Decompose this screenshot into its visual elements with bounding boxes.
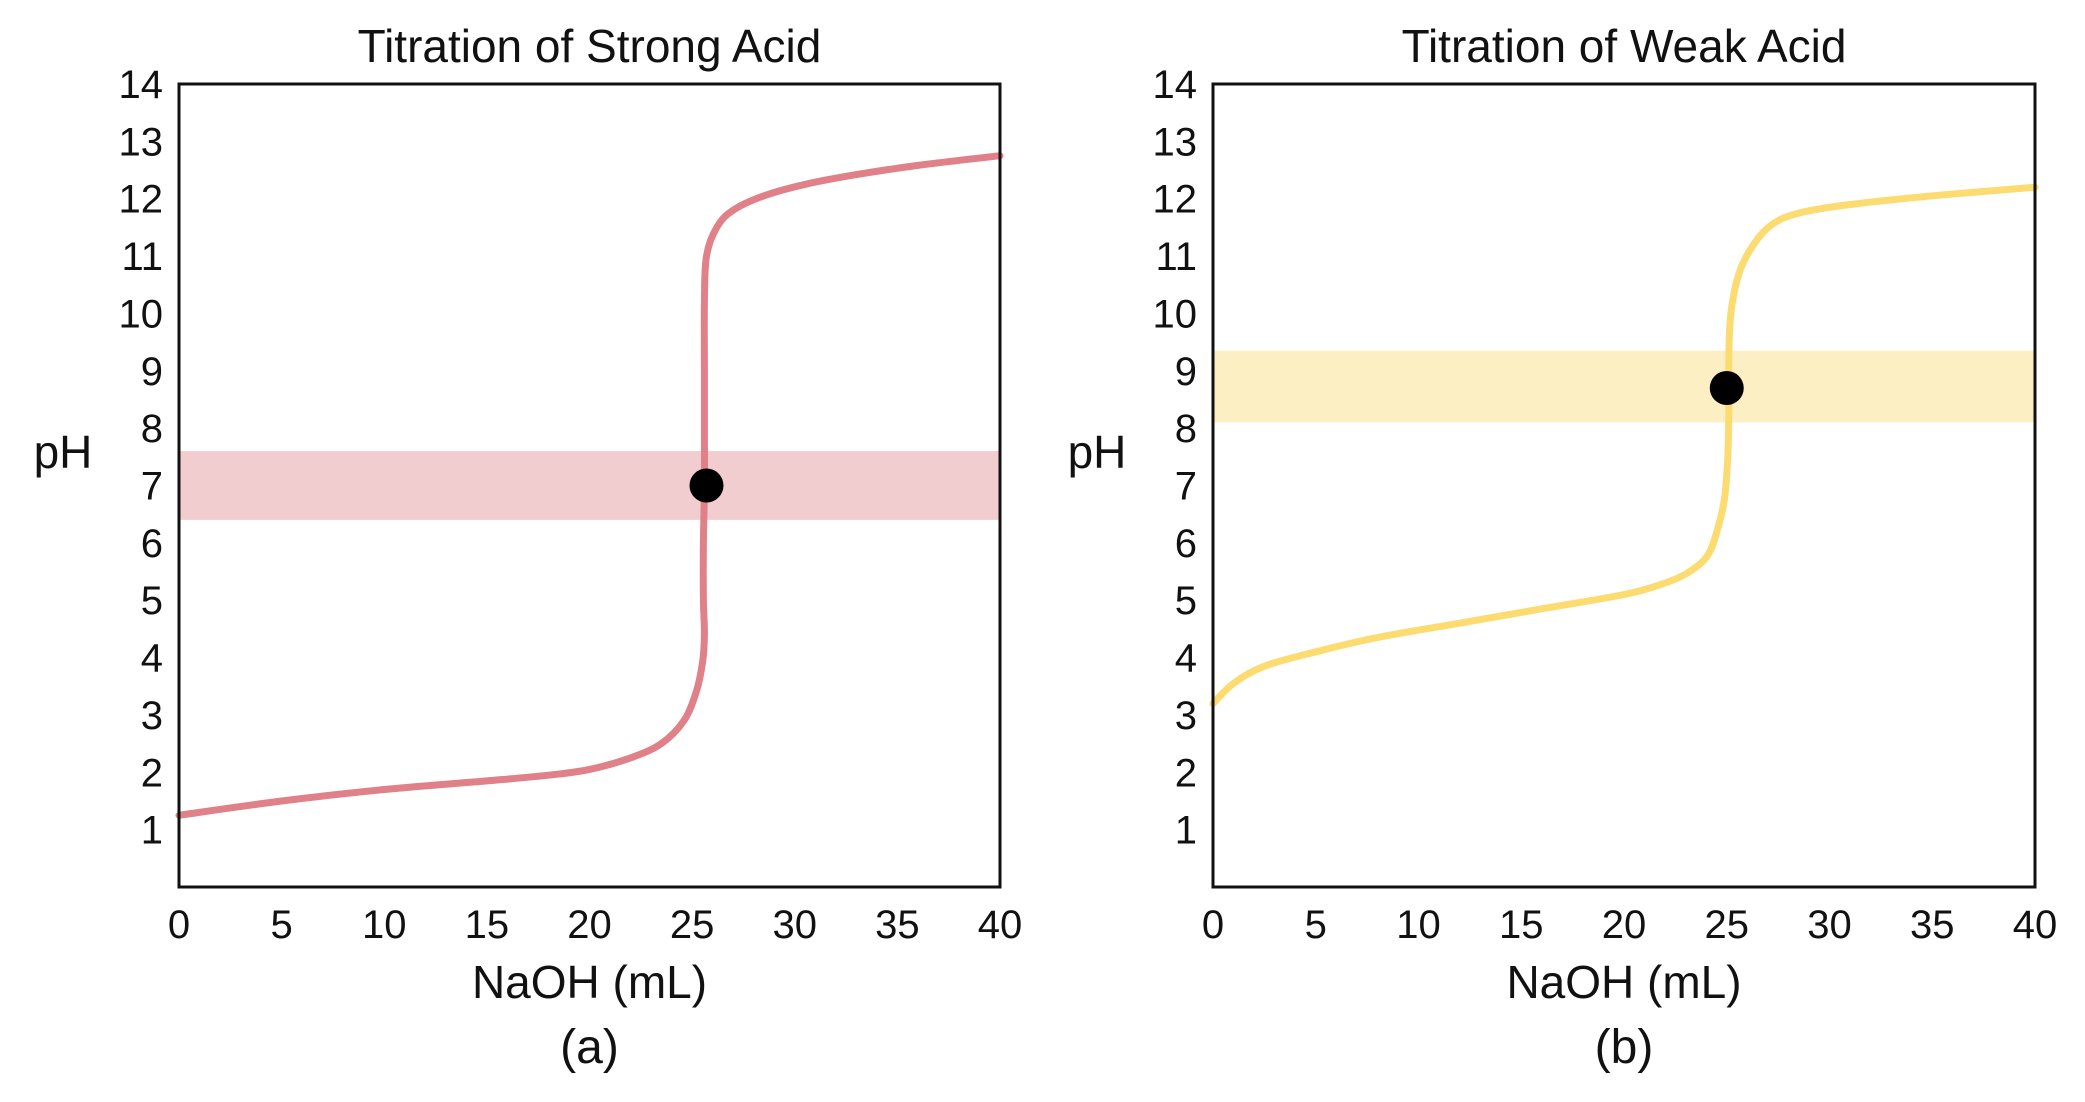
x-tick-label-a: 25 bbox=[670, 903, 715, 947]
y-axis-label-b: pH bbox=[1068, 426, 1127, 478]
y-tick-label-b: 14 bbox=[1153, 63, 1198, 107]
x-tick-label-b: 35 bbox=[1910, 903, 1955, 947]
x-axis-label-b: NaOH (mL) bbox=[1506, 956, 1741, 1008]
x-tick-label-a: 0 bbox=[168, 903, 190, 947]
y-tick-label-b: 11 bbox=[1155, 235, 1197, 279]
y-tick-label-b: 10 bbox=[1153, 292, 1198, 336]
chart-title-a: Titration of Strong Acid bbox=[358, 20, 822, 72]
x-tick-label-a: 20 bbox=[567, 903, 612, 947]
y-tick-label-b: 5 bbox=[1175, 579, 1197, 623]
y-tick-label-a: 1 bbox=[141, 809, 163, 853]
x-tick-label-a: 5 bbox=[271, 903, 293, 947]
equivalence-point-b bbox=[1709, 370, 1744, 405]
y-tick-label-a: 4 bbox=[141, 637, 163, 681]
x-tick-label-a: 35 bbox=[875, 903, 920, 947]
x-tick-label-b: 5 bbox=[1305, 903, 1327, 947]
y-tick-label-b: 4 bbox=[1175, 637, 1197, 681]
y-tick-label-b: 13 bbox=[1153, 120, 1198, 164]
x-tick-label-b: 10 bbox=[1396, 903, 1441, 947]
y-tick-label-b: 12 bbox=[1153, 178, 1198, 222]
y-tick-label-b: 6 bbox=[1175, 522, 1197, 566]
y-tick-label-a: 7 bbox=[141, 465, 163, 509]
y-tick-label-a: 2 bbox=[141, 751, 163, 795]
x-axis-label-a: NaOH (mL) bbox=[472, 956, 707, 1008]
panel-label-a: (a) bbox=[560, 1021, 619, 1074]
x-tick-label-b: 15 bbox=[1499, 903, 1544, 947]
indicator-range-band-a bbox=[179, 451, 1000, 520]
y-tick-label-a: 5 bbox=[141, 579, 163, 623]
plot-frame-b bbox=[1211, 82, 2037, 889]
plot-frame-a bbox=[177, 82, 1002, 889]
equivalence-point-a bbox=[689, 468, 724, 503]
indicator-range-band-b bbox=[1213, 350, 2035, 423]
y-tick-label-a: 8 bbox=[141, 407, 163, 451]
x-tick-label-b: 40 bbox=[2013, 903, 2058, 947]
y-tick-label-a: 3 bbox=[141, 694, 163, 738]
x-tick-label-b: 0 bbox=[1202, 903, 1224, 947]
x-tick-label-a: 30 bbox=[773, 903, 818, 947]
x-tick-label-a: 40 bbox=[978, 903, 1023, 947]
x-tick-label-b: 25 bbox=[1705, 903, 1750, 947]
chart-title-b: Titration of Weak Acid bbox=[1402, 20, 1847, 72]
panel-label-b: (b) bbox=[1595, 1021, 1654, 1074]
y-tick-label-a: 6 bbox=[141, 522, 163, 566]
y-tick-label-b: 1 bbox=[1175, 809, 1197, 853]
y-tick-label-a: 14 bbox=[119, 63, 164, 107]
titration-curve-b bbox=[1209, 183, 2039, 707]
y-tick-label-a: 13 bbox=[119, 120, 164, 164]
x-tick-label-b: 30 bbox=[1807, 903, 1852, 947]
y-tick-label-b: 9 bbox=[1175, 350, 1197, 394]
y-tick-label-b: 7 bbox=[1175, 465, 1197, 509]
y-tick-label-b: 2 bbox=[1175, 751, 1197, 795]
titration-curve-a bbox=[175, 152, 1004, 819]
x-tick-label-a: 15 bbox=[465, 903, 510, 947]
y-tick-label-b: 3 bbox=[1175, 694, 1197, 738]
x-tick-label-b: 20 bbox=[1602, 903, 1647, 947]
y-tick-label-a: 12 bbox=[119, 178, 164, 222]
y-axis-label-a: pH bbox=[34, 426, 93, 478]
y-tick-label-b: 8 bbox=[1175, 407, 1197, 451]
y-tick-label-a: 11 bbox=[121, 235, 163, 279]
y-tick-label-a: 9 bbox=[141, 350, 163, 394]
y-tick-label-a: 10 bbox=[119, 292, 164, 336]
x-tick-label-a: 10 bbox=[362, 903, 407, 947]
